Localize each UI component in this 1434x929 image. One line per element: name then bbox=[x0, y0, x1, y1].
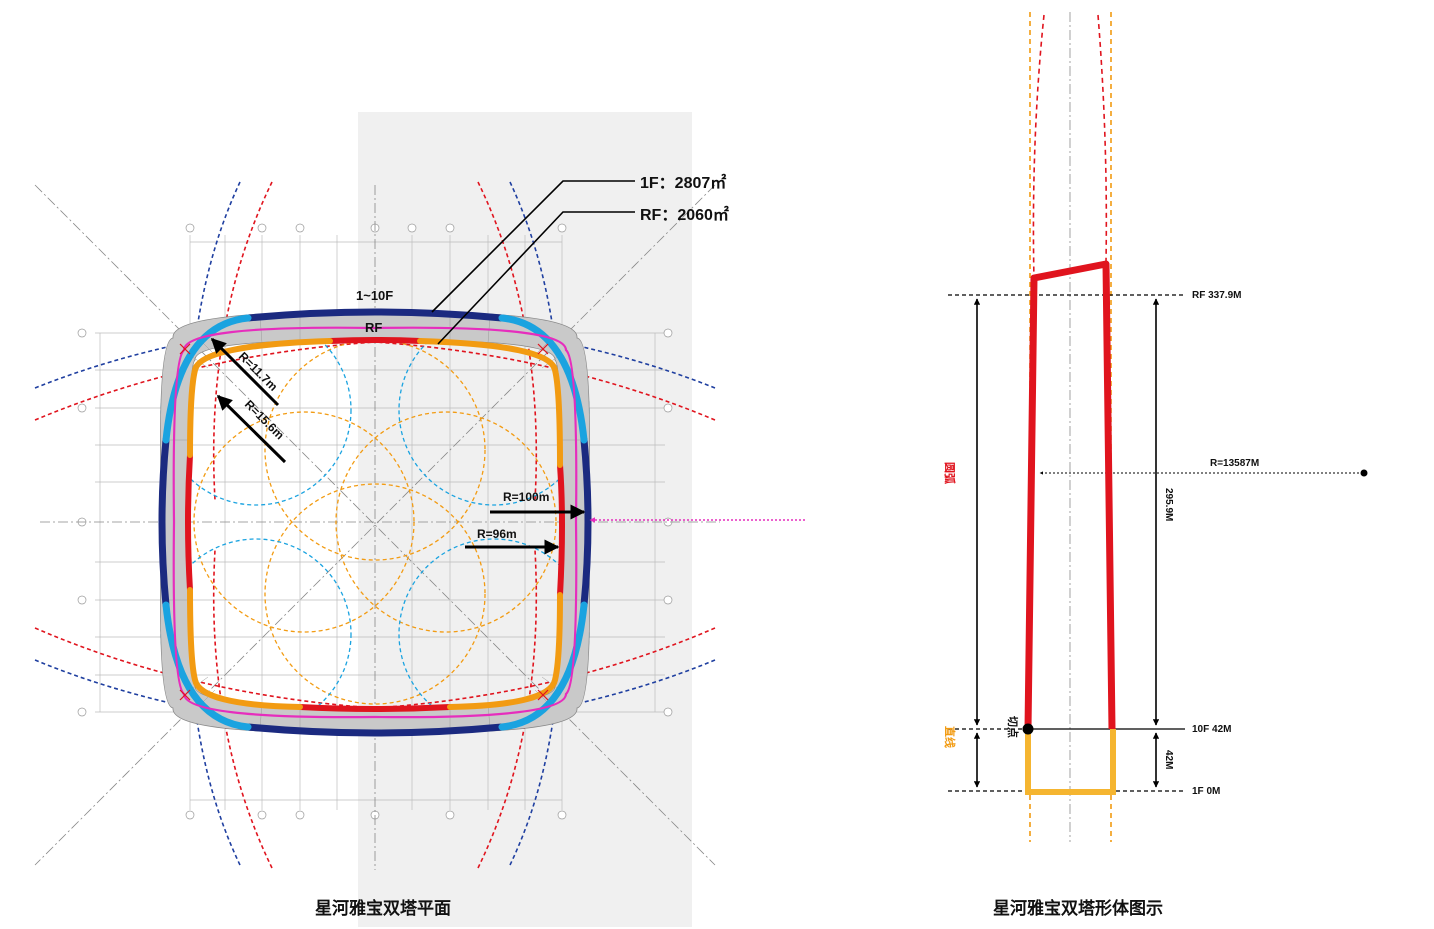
radius-arrows bbox=[210, 337, 586, 555]
height-lower-label: 42M bbox=[1163, 750, 1174, 769]
centre-axes bbox=[34, 184, 720, 870]
level-base-label: 1F 0M bbox=[1192, 786, 1220, 797]
tower-upper-profile bbox=[1024, 260, 1116, 730]
radius-side-inner-label: R=96m bbox=[477, 527, 517, 541]
plan-caption: 星河雅宝双塔平面 bbox=[315, 898, 451, 919]
tangent-point bbox=[1022, 723, 1034, 735]
level-top-label: RF 337.9M bbox=[1192, 290, 1241, 301]
dimension-arrows bbox=[973, 298, 1160, 788]
radius-corner-outer-label: R=15.6m bbox=[242, 397, 287, 442]
orange-guide-lines bbox=[1029, 12, 1112, 842]
grid-bubbles bbox=[77, 223, 673, 820]
tangent-label: 切点 bbox=[1006, 716, 1020, 738]
radius-label: R=13587M bbox=[1210, 458, 1259, 469]
level-mid-label: 10F 42M bbox=[1192, 724, 1231, 735]
plan-drawing bbox=[34, 112, 805, 927]
height-upper-label: 295.9M bbox=[1163, 488, 1174, 521]
arc-label: 圆弧 bbox=[943, 462, 957, 484]
outer-outline bbox=[158, 308, 592, 737]
radius-side-outer-label: R=100m bbox=[503, 490, 549, 504]
floors-label: 1~10F bbox=[356, 288, 393, 303]
area-rf-label: RF：2060㎡ bbox=[640, 205, 729, 224]
corner-marks bbox=[179, 343, 549, 701]
red-guide-arcs bbox=[1032, 14, 1108, 281]
section-caption: 星河雅宝双塔形体图示 bbox=[993, 898, 1163, 919]
area-1f-label: 1F：2807㎡ bbox=[640, 173, 726, 192]
radius-centre-point bbox=[1360, 469, 1368, 477]
inner-outline bbox=[185, 337, 565, 712]
level-lines bbox=[948, 294, 1185, 792]
rf-label: RF bbox=[365, 320, 382, 335]
tower-base-profile bbox=[1025, 729, 1116, 795]
straight-label: 直线 bbox=[943, 726, 957, 748]
magenta-outline bbox=[172, 326, 578, 719]
area-leaders bbox=[431, 180, 635, 345]
section-drawing bbox=[948, 12, 1368, 842]
